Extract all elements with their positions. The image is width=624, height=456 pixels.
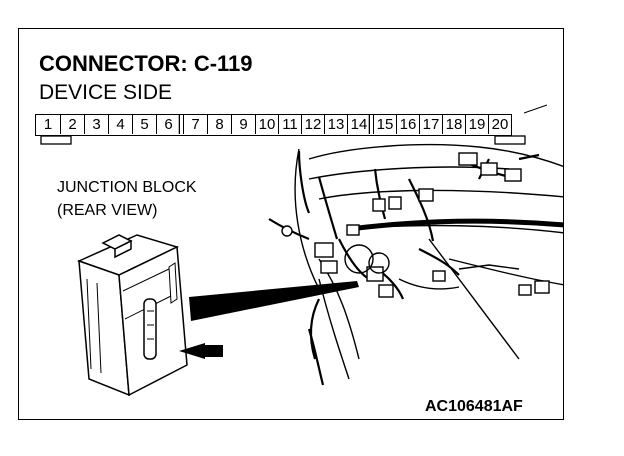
- pin-16: 16: [396, 115, 419, 134]
- page-subtitle: DEVICE SIDE: [39, 81, 173, 104]
- connector-tab-left: [40, 135, 72, 145]
- pin-19: 19: [465, 115, 488, 134]
- wiring-illustration: [40, 104, 563, 397]
- pin-6: 6: [156, 115, 180, 134]
- pin-18: 18: [442, 115, 465, 134]
- harness-connectors: [281, 152, 550, 298]
- connector-pin-row: 1 2 3 4 5 6 7 8 9 10 11 12 13 14 15 16 1…: [35, 114, 512, 136]
- dashboard-outline: [294, 143, 563, 380]
- pin-8: 8: [207, 115, 231, 134]
- junction-block-label: JUNCTION BLOCK: [57, 179, 197, 196]
- pin-11: 11: [278, 115, 301, 134]
- pin-10: 10: [255, 115, 278, 134]
- pin-20: 20: [488, 115, 511, 134]
- page-title: CONNECTOR: C-119: [39, 51, 253, 76]
- connector-edge-line: [523, 104, 548, 114]
- pin-17: 17: [419, 115, 442, 134]
- pointer-wedge: [189, 281, 359, 321]
- pin-1: 1: [43, 116, 53, 133]
- junction-block-view-label: (REAR VIEW): [57, 202, 158, 219]
- pin-7: 7: [183, 115, 207, 134]
- pin-9: 9: [231, 115, 255, 134]
- wiring-harness: [348, 218, 563, 232]
- pin-13: 13: [324, 115, 347, 134]
- diagram-frame: CONNECTOR: C-119 DEVICE SIDE 1 2 3 4 5 6…: [18, 28, 564, 420]
- pin-5: 5: [132, 115, 156, 134]
- pin-4: 4: [108, 115, 132, 134]
- pin-12: 12: [301, 115, 324, 134]
- indicator-arrow-icon: [179, 343, 205, 359]
- pin-3: 3: [84, 115, 108, 134]
- pin-15: 15: [373, 115, 396, 134]
- reference-code: AC106481AF: [425, 398, 523, 415]
- connector-tab-right: [494, 135, 526, 145]
- junction-block-drawing: [76, 234, 188, 397]
- pin-14: 14: [347, 115, 370, 134]
- indicator-arrow-shaft: [203, 345, 223, 357]
- pin-2: 2: [60, 115, 84, 134]
